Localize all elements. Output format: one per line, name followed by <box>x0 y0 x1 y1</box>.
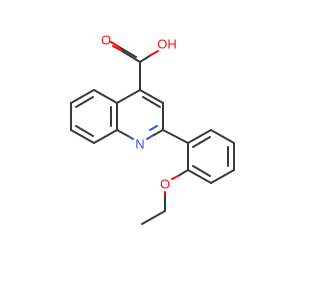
carboxylic-acid-group <box>110 41 159 91</box>
bond-ph5-ph6-inner <box>192 165 211 177</box>
bond-c4a-c4 <box>116 89 141 104</box>
bond-carboxyl-oh-red <box>150 50 159 56</box>
bond-c4a-c5 <box>93 89 118 104</box>
bond-ph5-ph6 <box>187 169 212 184</box>
bond-carboxyl-oh <box>139 54 152 63</box>
bond-c4-c3 <box>139 89 164 104</box>
bond-n1-c8a-grey <box>116 129 129 137</box>
bond-ph1-ph2 <box>187 129 212 144</box>
bond-c4-c3-inner <box>142 96 161 108</box>
bond-c8-c8a <box>93 129 118 144</box>
bond-c5-c6 <box>70 89 95 104</box>
bond-ph6-o-grey <box>177 169 189 177</box>
bond-carboxyl-double-o-b <box>118 46 137 58</box>
quinoline-pyridine-ring <box>116 89 164 140</box>
ethoxy-group <box>141 169 189 225</box>
ether-oxygen-label: O <box>160 177 170 192</box>
carboxyl-hydroxyl-label: OH <box>157 37 177 52</box>
bond-carboxyl-double-o-red-b <box>110 41 120 48</box>
bond-ch2-ch3 <box>141 210 166 225</box>
bond-c2-n1-inner-blue <box>149 125 158 131</box>
bond-ph4-ph5 <box>210 169 235 184</box>
carboxyl-oxygen-double-label: O <box>101 33 111 48</box>
bond-c2-n1-grey <box>151 129 164 137</box>
bond-ph6-o-red <box>171 175 179 180</box>
bond-ph2-ph3 <box>210 129 235 144</box>
bond-c7-c8 <box>70 129 95 144</box>
bond-c2-n1-blue <box>146 135 153 140</box>
bond-c5-c6-inner <box>75 96 94 108</box>
bond-carboxyl-double-o-a <box>121 50 141 63</box>
bond-carboxyl-double-o-red-a <box>112 45 123 52</box>
bond-ph1-ph2-inner <box>192 136 211 148</box>
quinoline-benzo-ring <box>70 89 118 144</box>
phenyl-ring <box>187 129 235 184</box>
molecule-structure-diagram: O OH N O <box>70 33 235 225</box>
bond-c7-c8-inner <box>75 125 94 137</box>
ring-nitrogen-label: N <box>135 137 144 152</box>
bond-c2-phenyl <box>162 129 189 144</box>
